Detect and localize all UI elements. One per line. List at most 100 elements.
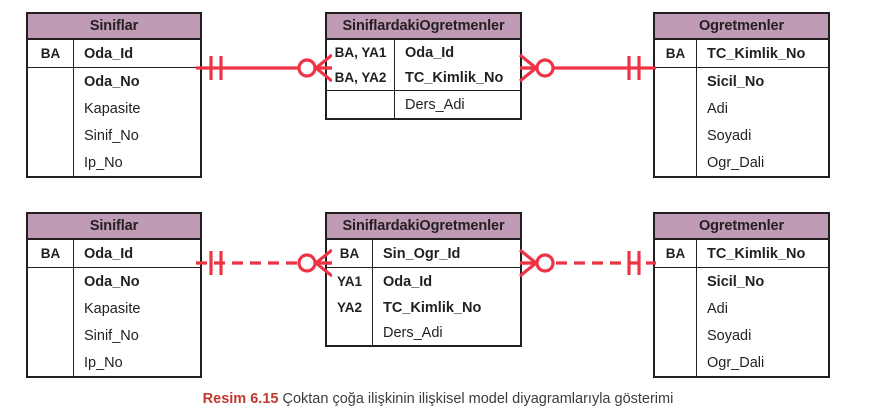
field-row[interactable]: Ogr_Dali — [655, 349, 828, 376]
entity-key-block: BA Oda_Id — [28, 240, 200, 268]
figure-number: Resim 6.15 — [202, 391, 279, 407]
entity-title-siniflar-top: Siniflar — [28, 14, 200, 40]
entity-title-ogretmenler-bottom: Ogretmenler — [655, 214, 828, 240]
field-attribute: Ip_No — [84, 154, 123, 171]
field-key — [28, 122, 74, 149]
field-attribute: Ders_Adi — [405, 96, 465, 113]
field-attribute: TC_Kimlik_No — [405, 69, 504, 86]
entity-table-siniflardakiogretmenler-bottom[interactable]: SiniflardakiOgretmenler BA Sin_Ogr_Id YA… — [325, 212, 522, 347]
entity-table-siniflar-top[interactable]: Siniflar BA Oda_Id Oda_No Kapasite Sinif… — [26, 12, 202, 178]
field-attribute: Oda_Id — [84, 45, 134, 62]
field-attribute: Oda_No — [84, 73, 140, 90]
field-row[interactable]: YA2 TC_Kimlik_No — [327, 295, 520, 320]
field-attribute: Sinif_No — [84, 327, 139, 344]
field-attribute: Soyadi — [707, 327, 752, 344]
field-attribute: Kapasite — [84, 300, 141, 317]
entity-key-block: BA, YA1 Oda_Id BA, YA2 TC_Kimlik_No — [327, 40, 520, 91]
field-row[interactable]: Soyadi — [655, 322, 828, 349]
field-attribute: Sinif_No — [84, 127, 139, 144]
cardinality-circle-zero — [297, 58, 317, 78]
entity-key-block: BA Oda_Id — [28, 40, 200, 68]
field-key: BA — [655, 40, 697, 67]
entity-table-ogretmenler-top[interactable]: Ogretmenler BA TC_Kimlik_No Sicil_No Adi… — [653, 12, 830, 178]
field-key — [327, 91, 395, 118]
field-key: BA, YA2 — [327, 65, 395, 90]
figure-caption-text: Çoktan çoğa ilişkinin ilişkisel model di… — [278, 391, 674, 407]
field-attribute: Kapasite — [84, 100, 141, 117]
crowsfoot-many — [518, 53, 538, 70]
field-row[interactable]: Sicil_No — [655, 68, 828, 95]
field-row[interactable]: Soyadi — [655, 122, 828, 149]
field-row[interactable]: Ders_Adi — [327, 320, 520, 345]
field-attribute: Adi — [707, 100, 728, 117]
field-key — [28, 95, 74, 122]
entity-key-block: BA TC_Kimlik_No — [655, 40, 828, 68]
entity-attribute-block: Sicil_No Adi Soyadi Ogr_Dali — [655, 68, 828, 176]
cardinality-circle-zero — [535, 58, 555, 78]
entity-title-siniflar-bottom: Siniflar — [28, 214, 200, 240]
field-row[interactable]: BA Oda_Id — [28, 40, 200, 67]
field-key — [655, 149, 697, 176]
relationship-connector-right-bottom — [518, 248, 656, 278]
field-key: BA — [28, 240, 74, 267]
field-row[interactable]: BA TC_Kimlik_No — [655, 40, 828, 67]
field-row[interactable]: Kapasite — [28, 95, 200, 122]
field-row[interactable]: Sinif_No — [28, 322, 200, 349]
field-key — [28, 268, 74, 295]
field-attribute: Oda_Id — [383, 273, 433, 290]
field-attribute: Oda_Id — [84, 245, 134, 262]
field-row[interactable]: Ip_No — [28, 349, 200, 376]
field-row[interactable]: BA, YA2 TC_Kimlik_No — [327, 65, 520, 90]
field-row[interactable]: Ip_No — [28, 149, 200, 176]
field-row[interactable]: Adi — [655, 95, 828, 122]
field-attribute: Sicil_No — [707, 273, 765, 290]
field-attribute: TC_Kimlik_No — [383, 299, 482, 316]
field-row[interactable]: Sicil_No — [655, 268, 828, 295]
field-row[interactable]: Adi — [655, 295, 828, 322]
field-key — [655, 68, 697, 95]
field-row[interactable]: Ders_Adi — [327, 91, 520, 118]
field-key — [655, 322, 697, 349]
field-key — [327, 320, 373, 345]
field-attribute: Oda_No — [84, 273, 140, 290]
entity-attribute-block: Oda_No Kapasite Sinif_No Ip_No — [28, 268, 200, 376]
entity-table-siniflar-bottom[interactable]: Siniflar BA Oda_Id Oda_No Kapasite Sinif… — [26, 212, 202, 378]
field-key — [28, 149, 74, 176]
field-row[interactable]: BA Oda_Id — [28, 240, 200, 267]
field-key: YA2 — [327, 295, 373, 320]
entity-title-siniflardakiogretmenler-top: SiniflardakiOgretmenler — [327, 14, 520, 40]
field-attribute: Adi — [707, 300, 728, 317]
entity-attribute-block: Sicil_No Adi Soyadi Ogr_Dali — [655, 268, 828, 376]
field-key — [28, 295, 74, 322]
entity-title-siniflardakiogretmenler-bottom: SiniflardakiOgretmenler — [327, 214, 520, 240]
field-key — [655, 349, 697, 376]
field-attribute: Ogr_Dali — [707, 354, 765, 371]
entity-attribute-block: YA1 Oda_Id YA2 TC_Kimlik_No Ders_Adi — [327, 268, 520, 345]
field-row[interactable]: Oda_No — [28, 68, 200, 95]
entity-table-siniflardakiogretmenler-top[interactable]: SiniflardakiOgretmenler BA, YA1 Oda_Id B… — [325, 12, 522, 120]
field-row[interactable]: BA TC_Kimlik_No — [655, 240, 828, 267]
field-key — [655, 122, 697, 149]
field-row[interactable]: YA1 Oda_Id — [327, 268, 520, 295]
field-attribute: Soyadi — [707, 127, 752, 144]
field-row[interactable]: Oda_No — [28, 268, 200, 295]
field-row[interactable]: BA Sin_Ogr_Id — [327, 240, 520, 267]
field-row[interactable]: Kapasite — [28, 295, 200, 322]
field-key: BA — [327, 240, 373, 267]
field-attribute: Sin_Ogr_Id — [383, 245, 461, 262]
field-key: BA — [28, 40, 74, 67]
field-key — [655, 268, 697, 295]
cardinality-circle-zero — [297, 253, 317, 273]
field-row[interactable]: Sinif_No — [28, 122, 200, 149]
entity-table-ogretmenler-bottom[interactable]: Ogretmenler BA TC_Kimlik_No Sicil_No Adi… — [653, 212, 830, 378]
cardinality-circle-zero — [535, 253, 555, 273]
field-attribute: Ip_No — [84, 354, 123, 371]
entity-key-block: BA Sin_Ogr_Id — [327, 240, 520, 268]
field-key: BA — [655, 240, 697, 267]
field-key — [28, 322, 74, 349]
field-row[interactable]: Ogr_Dali — [655, 149, 828, 176]
entity-attribute-block: Ders_Adi — [327, 91, 520, 118]
field-row[interactable]: BA, YA1 Oda_Id — [327, 40, 520, 65]
field-key — [655, 295, 697, 322]
crowsfoot-many — [518, 66, 538, 83]
